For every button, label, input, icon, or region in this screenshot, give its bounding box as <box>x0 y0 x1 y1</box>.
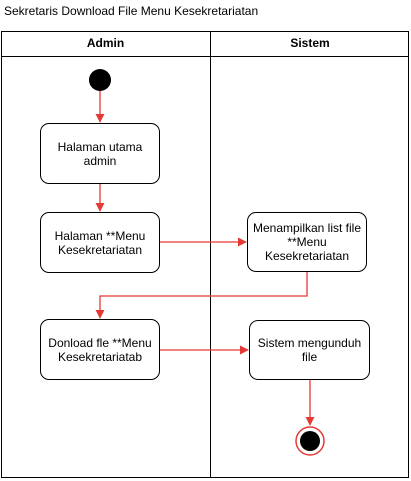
swimlane-frame <box>1 31 409 478</box>
node-menampilkan-list: Menampilkan list file **Menu Kesekretari… <box>247 212 367 272</box>
node-halaman-menu: Halaman **Menu Kesekretariatan <box>40 212 160 273</box>
node-sistem-mengunduh-label: Sistem mengunduh file <box>257 336 362 364</box>
node-menampilkan-list-label: Menampilkan list file **Menu Kesekretari… <box>252 221 362 263</box>
node-halaman-utama: Halaman utama admin <box>40 123 160 184</box>
edge-menampilkan-to-donload <box>95 272 308 319</box>
start-node <box>89 69 111 91</box>
lane-header-divider <box>1 56 409 57</box>
node-donload-file: Donload fle **Menu Kesekretariatab <box>40 319 160 380</box>
lane-header-sistem: Sistem <box>290 36 330 50</box>
diagram-title: Sekretaris Download File Menu Kesekretar… <box>4 4 259 18</box>
lane-divider <box>210 31 211 478</box>
node-halaman-utama-label: Halaman utama admin <box>57 139 143 168</box>
node-sistem-mengunduh: Sistem mengunduh file <box>249 320 370 380</box>
end-node-core <box>300 431 320 451</box>
node-halaman-menu-label: Halaman **Menu Kesekretariatan <box>54 228 146 257</box>
node-donload-file-label: Donload fle **Menu Kesekretariatab <box>48 335 152 364</box>
lane-header-admin: Admin <box>86 36 125 50</box>
